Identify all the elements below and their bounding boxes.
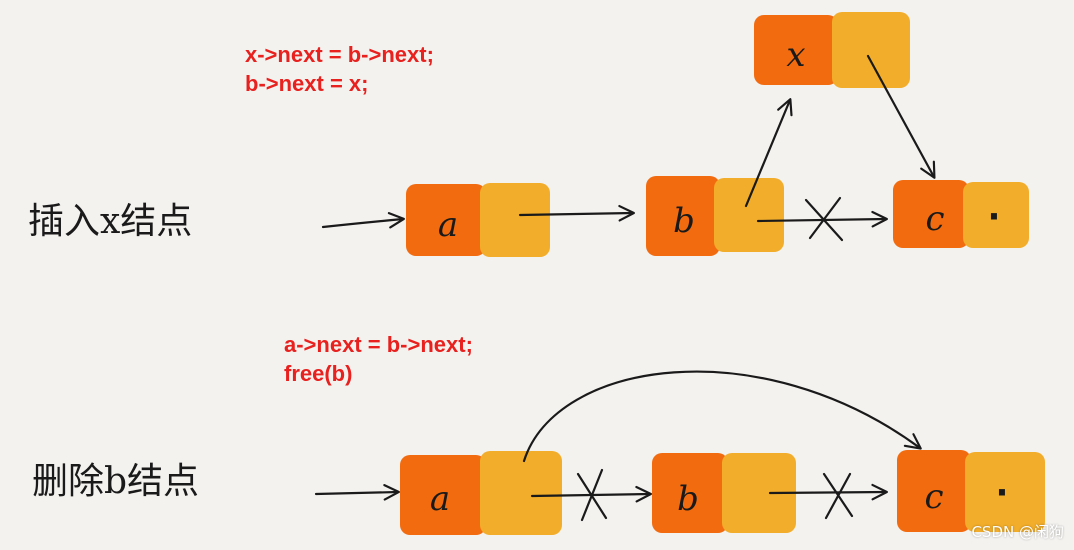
insert-list: a b c · x bbox=[321, 12, 1029, 257]
delete-b-to-c-arrow bbox=[768, 483, 888, 501]
insert-node-a: a bbox=[406, 183, 550, 257]
delete-node-c: c · bbox=[897, 450, 1045, 532]
delete-node-a: a bbox=[400, 451, 562, 535]
delete-node-a-next bbox=[480, 451, 562, 535]
insert-section-label: 插入x结点 bbox=[28, 201, 193, 242]
insert-node-c: c · bbox=[893, 180, 1029, 248]
insert-node-x-label: x bbox=[786, 35, 805, 75]
delete-code-line-2: free(b) bbox=[284, 361, 353, 386]
insert-node-a-label: a bbox=[438, 205, 458, 245]
delete-cross-mark-a-b bbox=[576, 468, 608, 522]
delete-node-b-data bbox=[652, 453, 728, 533]
insert-head-arrow bbox=[321, 212, 405, 229]
delete-node-b-next bbox=[722, 453, 796, 533]
insert-node-a-data bbox=[406, 184, 486, 256]
insert-node-b-next bbox=[714, 178, 784, 252]
delete-code-line-1: a->next = b->next; bbox=[284, 332, 473, 357]
insert-node-x: x bbox=[754, 12, 910, 88]
delete-node-c-data bbox=[897, 450, 971, 532]
insert-node-c-label: c bbox=[925, 199, 944, 239]
insert-node-a-next bbox=[480, 183, 550, 257]
delete-node-b: b bbox=[652, 453, 796, 533]
delete-list: a b c · bbox=[314, 370, 1045, 535]
insert-node-x-data bbox=[754, 15, 838, 85]
delete-node-a-label: a bbox=[430, 479, 450, 519]
insert-a-to-b-arrow bbox=[518, 204, 635, 222]
insert-node-c-null-dot: · bbox=[988, 197, 1001, 237]
insert-node-b-data bbox=[646, 176, 720, 256]
insert-node-b: b bbox=[646, 176, 784, 256]
insert-code-line-1: x->next = b->next; bbox=[245, 42, 434, 67]
watermark: CSDN @闲狗 bbox=[971, 523, 1064, 541]
insert-node-b-label: b bbox=[673, 201, 695, 241]
delete-node-c-label: c bbox=[924, 477, 943, 517]
insert-b-to-c-old-arrow bbox=[756, 210, 888, 228]
insert-node-c-data bbox=[893, 180, 969, 248]
insert-cross-mark bbox=[804, 196, 844, 242]
delete-node-c-null-dot: · bbox=[996, 473, 1009, 513]
delete-node-a-data bbox=[400, 455, 486, 535]
insert-code-line-2: b->next = x; bbox=[245, 71, 369, 96]
delete-cross-mark-b-c bbox=[822, 472, 854, 520]
delete-node-b-label: b bbox=[677, 479, 699, 519]
delete-section-label: 删除b结点 bbox=[32, 461, 200, 502]
insert-x-to-c-arrow bbox=[866, 54, 936, 179]
insert-b-to-x-arrow bbox=[744, 98, 793, 208]
delete-node-c-next bbox=[965, 452, 1045, 532]
insert-node-x-next bbox=[832, 12, 910, 88]
delete-head-arrow bbox=[314, 484, 400, 501]
delete-a-to-c-bypass-arrow bbox=[522, 370, 922, 463]
insert-node-c-next bbox=[963, 182, 1029, 248]
